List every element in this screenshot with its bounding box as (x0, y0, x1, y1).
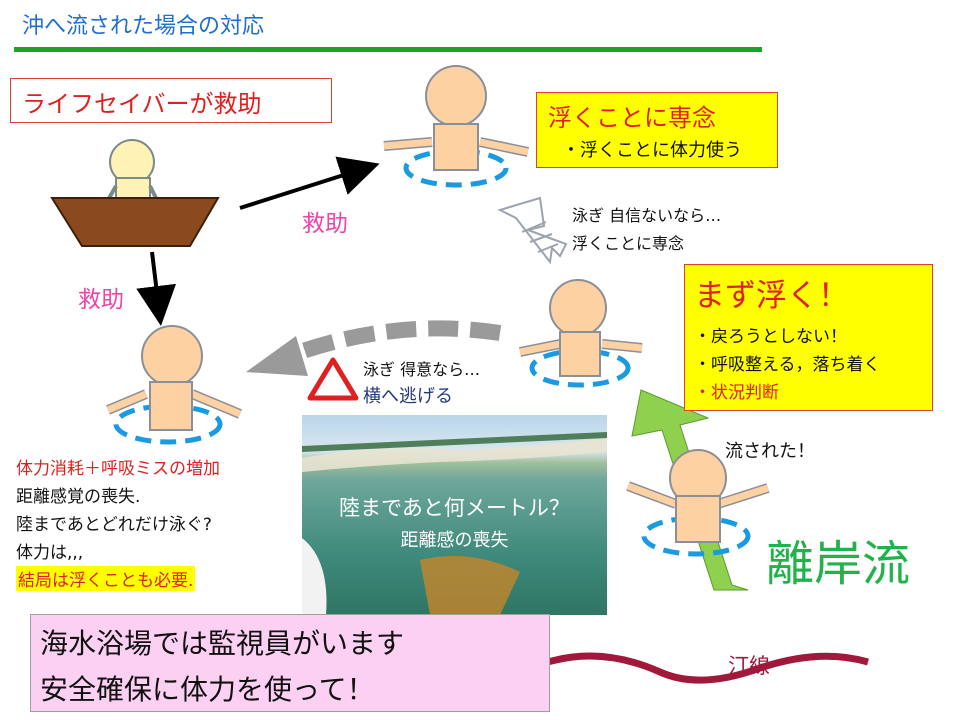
dashed-arrow-left-icon (246, 320, 502, 376)
lifeguard-line1: 海水浴場では監視員がいます (40, 627, 405, 660)
lifeguard-line2: 安全確保に体力を使って！ (40, 673, 375, 706)
left-note: 陸まであとどれだけ泳ぐ? (16, 515, 212, 535)
left-note-highlight: 結局は浮くことも必要. (16, 566, 196, 591)
left-note: 距離感覚の喪失. (16, 487, 141, 507)
float-focus-callout (536, 92, 778, 168)
rescue-arrow-down (136, 251, 177, 326)
photo-caption-line1: 陸まであと何メートル？ (339, 496, 570, 520)
float-first-item: ・呼吸整える，落ち着く (694, 355, 881, 375)
float-focus-title: 浮くことに専念 (548, 104, 716, 132)
swimmer-top-icon (383, 65, 530, 188)
float-focus-sub: ・浮くことに体力使う (562, 140, 742, 161)
title-underline (14, 47, 762, 52)
rescue-label-left: 救助 (78, 287, 124, 313)
left-note: 体力消耗＋呼吸ミスの増加 (16, 459, 220, 479)
rip-current-label: 離岸流 (766, 536, 911, 592)
rescue-label-right: 救助 (302, 211, 348, 237)
float-first-item: ・戻ろうとしない！ (694, 327, 847, 347)
swimmer-swept-icon (626, 449, 770, 557)
swim-good-line2: 横へ逃げる (363, 386, 453, 407)
swimmer-middle-icon (519, 279, 643, 388)
left-note: 体力は,,, (16, 543, 84, 563)
swim-unsure-line1: 泳ぎ 自信ないなら… (572, 206, 722, 225)
lifesaver-label: ライフセイバーが救助 (22, 90, 262, 118)
swimmer-left-icon (106, 325, 242, 445)
shoreline-label: 汀線 (728, 654, 770, 678)
swept-label: 流された！ (725, 441, 815, 462)
sea-photo (302, 415, 607, 615)
rescue-arrow-right (239, 156, 380, 210)
float-first-item: ・状況判断 (694, 383, 779, 403)
float-first-title: まず浮く！ (694, 278, 849, 314)
swim-unsure-line2: 浮くことに専念 (572, 234, 685, 253)
warning-triangle-icon (307, 357, 359, 401)
float-first-callout (684, 264, 933, 411)
swim-good-line1: 泳ぎ 得意なら… (363, 360, 481, 379)
photo-caption-line2: 距離感の喪失 (400, 530, 509, 551)
page-title: 沖へ流された場合の対応 (22, 14, 265, 39)
lifesaver-in-boat-icon (50, 139, 220, 247)
hollow-arrow-up-icon (497, 196, 568, 265)
lifeguard-callout (30, 614, 550, 712)
lifesaver-callout (10, 78, 332, 123)
